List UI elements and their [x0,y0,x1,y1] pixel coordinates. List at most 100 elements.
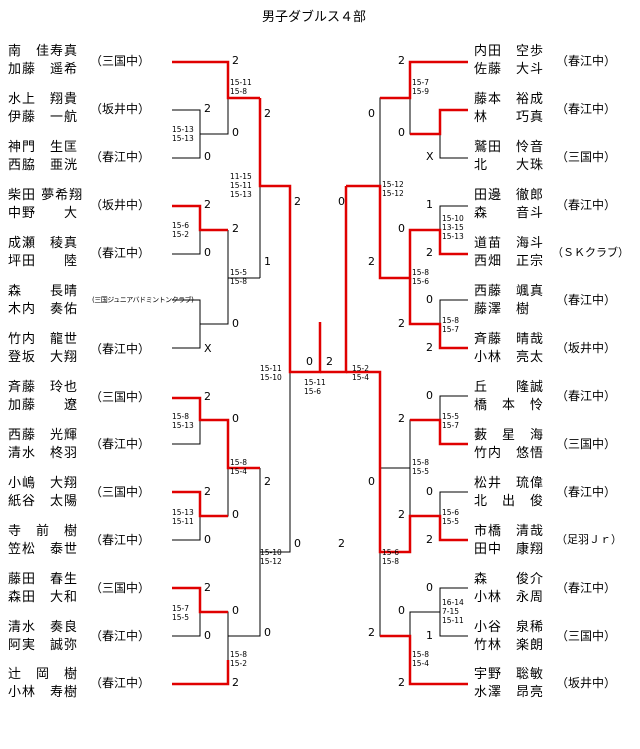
player-name: 水澤 昂亮 [474,685,545,700]
match-score: 2 [264,475,271,488]
school-label: （春江中） [90,437,151,451]
school-label: （坂井中） [90,102,151,116]
player-name: 道苗 海斗 [474,236,545,251]
match-score: 2 [398,412,405,425]
match-score: 2 [398,54,405,67]
bracket-line [409,62,440,135]
match-score: 0 [426,485,433,498]
set-scores: 15-11 15-6 [304,378,326,396]
player-name: 小林 寿樹 [8,685,79,700]
school-label: （三国中） [90,390,151,404]
player-name: 田邊 徹郎 [474,188,545,203]
set-scores: 15-6 15-8 [382,548,400,566]
school-label: （春江中） [90,342,151,356]
match-score: 2 [264,107,271,120]
player-name: 加藤 遥希 [8,62,79,77]
match-score: 0 [294,537,301,550]
school-label: （春江中） [556,389,617,403]
player-name: 市橋 清哉 [474,524,545,539]
winner-line [172,396,260,470]
school-label: （三国中） [90,54,151,68]
match-score: 0 [426,389,433,402]
player-name: 佐藤 大斗 [474,62,545,77]
player-name: 小林 永周 [474,590,545,605]
winner-line [380,634,468,686]
school-label: （春江中） [556,102,617,116]
match-score: 0 [232,508,239,521]
match-score: 0 [204,150,211,163]
winner-line [346,184,468,280]
player-name: 紙谷 太陽 [8,494,79,509]
match-score: 0 [232,604,239,617]
match-score: 2 [204,485,211,498]
match-score: 0 [426,581,433,594]
bracket-line [379,97,410,186]
winner-line [380,60,468,100]
player-name: 伊藤 一航 [8,110,79,125]
winner-line [172,60,260,100]
set-scores: 15-10 13-15 15-13 [442,214,464,241]
player-name: 内田 空歩 [474,44,545,59]
set-scores: 15-6 15-2 [172,221,190,239]
match-score: 2 [426,533,433,546]
match-score: 0 [264,626,271,639]
school-label: （春江中） [556,485,617,499]
player-name: 笠松 泰世 [8,542,79,557]
bracket-line [260,372,291,553]
match-score: 2 [294,195,301,208]
player-name: 木内 奏佑 [8,302,79,317]
match-score: 0 [398,604,405,617]
final-score-right: 2 [326,355,333,368]
player-name: 柴田 夢希翔 [8,188,84,203]
player-name: 登坂 大翔 [8,350,79,365]
match-score: 0 [204,533,211,546]
match-score: 0 [232,126,239,139]
player-name: 清水 柊羽 [8,446,79,461]
page-title: 男子ダブルス４部 [262,10,367,25]
school-label: （三国中） [556,150,617,164]
player-name: 中野 大 [8,206,79,221]
player-name: 斉藤 玲也 [8,380,79,395]
match-score: 1 [264,255,271,268]
match-score: 0 [398,126,405,139]
school-label: （三国中） [90,485,151,499]
player-name: 松井 琉偉 [474,476,545,491]
winner-line [258,98,322,374]
bracket-line [200,419,229,468]
match-score: 2 [232,676,239,689]
player-name: 西藤 颯真 [474,284,545,299]
match-score: X [426,150,434,163]
winner-line [320,186,348,374]
match-score: 0 [204,629,211,642]
match-score: 1 [426,198,433,211]
match-score: X [204,342,212,355]
set-scores: 15-13 15-11 [172,508,194,526]
player-name: 加藤 遼 [8,398,79,413]
player-name: 寺 前 樹 [8,524,79,539]
player-name: 田中 康翔 [474,542,545,557]
player-name: 森 音斗 [474,206,545,221]
match-score: 2 [426,246,433,259]
player-name: 阿実 誠弥 [8,638,79,653]
school-label: （坂井中） [556,676,617,690]
winner-line [172,204,228,232]
school-label: （三国中） [90,581,151,595]
player-name: 竹内 龍世 [8,332,79,347]
player-name: 宇野 聡敏 [474,667,545,682]
set-scores: 15-7 15-5 [172,604,190,622]
set-scores: 15-8 15-6 [412,268,430,286]
match-score: 0 [398,222,405,235]
bracket-line [200,277,260,325]
player-name: 森 俊介 [474,572,545,587]
school-label: （坂井中） [556,341,617,355]
bracket-line [439,109,468,159]
school-label: （春江中） [90,533,151,547]
set-scores: 15-13 15-13 [172,125,194,143]
match-score: 2 [426,341,433,354]
set-scores: 15-10 15-12 [260,548,282,566]
match-score: 2 [204,198,211,211]
player-name: 森 長晴 [8,284,79,299]
set-scores: 15-2 15-4 [352,364,370,382]
match-score: 0 [204,246,211,259]
